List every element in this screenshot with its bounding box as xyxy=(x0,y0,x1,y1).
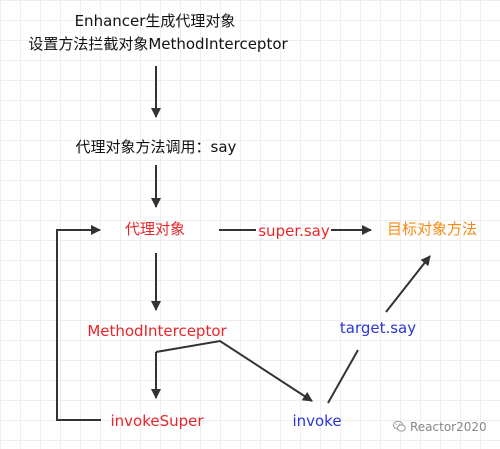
arrow-interceptor-to-invoke xyxy=(155,339,313,402)
watermark-text: Reactor2020 xyxy=(410,420,487,434)
arrow-target-say-to-target xyxy=(385,255,431,313)
invoke-node: invoke xyxy=(292,412,342,430)
proxy-call-node: 代理对象方法调用：say xyxy=(75,138,237,156)
title-line-2: 设置方法拦截对象MethodInterceptor xyxy=(28,35,288,53)
invoke-super-node: invokeSuper xyxy=(110,412,204,430)
arrow-loop-invoke-super-to-proxy xyxy=(56,225,101,421)
title-line-1: Enhancer生成代理对象 xyxy=(74,12,236,30)
super-say-label: super.say xyxy=(258,222,330,240)
wechat-icon xyxy=(393,420,406,432)
arrow-invoke-to-target-say xyxy=(327,349,359,404)
target-say-label: target.say xyxy=(339,319,417,337)
method-interceptor-node: MethodInterceptor xyxy=(87,322,227,340)
target-method-node: 目标对象方法 xyxy=(386,220,478,238)
watermark: Reactor2020 xyxy=(393,419,487,435)
proxy-object-node: 代理对象 xyxy=(124,220,186,238)
